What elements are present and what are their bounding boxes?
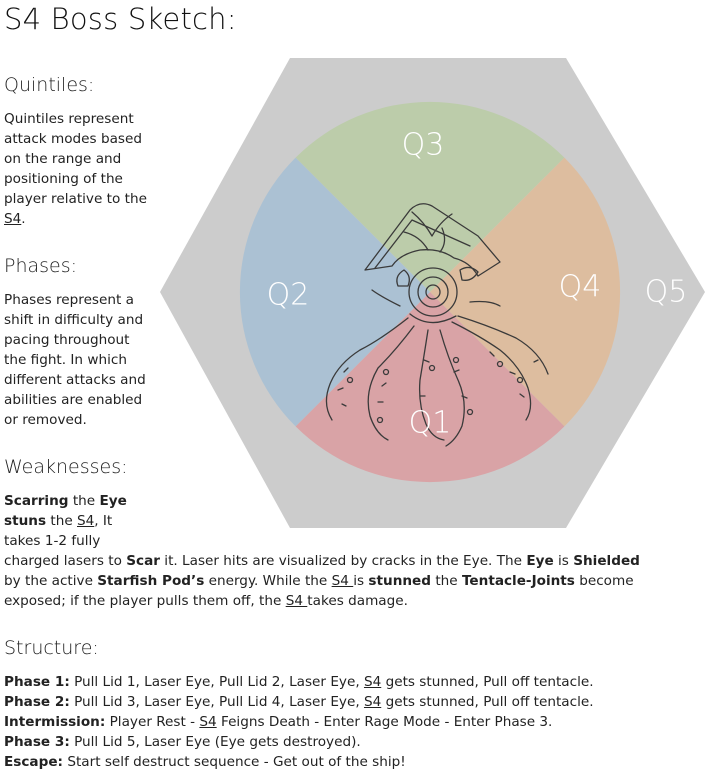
q1-wedge bbox=[295, 292, 565, 483]
structure-heading: Structure: bbox=[4, 637, 99, 659]
q4-label: Q4 bbox=[559, 270, 602, 305]
quintiles-line: Quintiles represent bbox=[4, 111, 134, 127]
weaknesses-line: Scarring the Eye bbox=[4, 493, 127, 509]
s4-link[interactable]: S4 bbox=[363, 694, 382, 710]
phases-line: abilities are enabled bbox=[4, 392, 143, 408]
phases-heading: Phases: bbox=[4, 255, 78, 277]
quintiles-paragraph: Quintiles represent attack modes based o… bbox=[4, 109, 154, 229]
quintiles-line: on the range and bbox=[4, 151, 122, 167]
quintiles-line: S4. bbox=[4, 211, 26, 227]
weaknesses-line: takes 1-2 fully bbox=[4, 533, 101, 549]
s4-link[interactable]: S4 bbox=[199, 714, 217, 730]
s4-link[interactable]: S4 bbox=[363, 674, 382, 690]
phases-line: different attacks and bbox=[4, 372, 146, 388]
weaknesses-line: by the active Starfish Pod’s energy. Whi… bbox=[4, 573, 634, 589]
page-title: S4 Boss Sketch: bbox=[4, 2, 237, 36]
phases-line: shift in difficulty and bbox=[4, 312, 144, 328]
phases-paragraph: Phases represent a shift in difficulty a… bbox=[4, 290, 159, 430]
quintiles-line: positioning of the bbox=[4, 171, 123, 187]
s4-link[interactable]: S4 bbox=[77, 513, 95, 529]
q4-wedge bbox=[430, 157, 621, 427]
q3-label: Q3 bbox=[402, 128, 445, 163]
structure-row-phase-1: Phase 1: Pull Lid 1, Laser Eye, Pull Lid… bbox=[4, 674, 594, 690]
phases-line: pacing throughout bbox=[4, 332, 130, 348]
s4-link[interactable]: S4 bbox=[4, 211, 22, 227]
weaknesses-line: stuns the S4, It bbox=[4, 513, 113, 529]
weaknesses-heading: Weaknesses: bbox=[4, 456, 128, 478]
s4-link[interactable]: S4 bbox=[285, 593, 308, 609]
phases-line: or removed. bbox=[4, 412, 87, 428]
structure-row-escape: Escape: Start self destruct sequence - G… bbox=[4, 754, 406, 770]
boss-sketch bbox=[325, 203, 549, 447]
phases-line: Phases represent a bbox=[4, 292, 134, 308]
structure-row-intermission: Intermission: Player Rest - S4 Feigns De… bbox=[4, 714, 553, 730]
weaknesses-line: exposed; if the player pulls them off, t… bbox=[4, 593, 408, 609]
q3-wedge bbox=[295, 101, 565, 293]
structure-row-phase-3: Phase 3: Pull Lid 5, Laser Eye (Eye gets… bbox=[4, 734, 361, 750]
quintile-diagram: Q3 Q2 Q4 Q5 Q1 bbox=[160, 58, 705, 528]
quintiles-line: player relative to the bbox=[4, 191, 147, 207]
q2-wedge bbox=[239, 157, 430, 427]
structure-list: Phase 1: Pull Lid 1, Laser Eye, Pull Lid… bbox=[4, 672, 644, 772]
quintiles-heading: Quintiles: bbox=[4, 74, 95, 96]
weaknesses-paragraph: Scarring the Eye stuns the S4, It takes … bbox=[4, 491, 640, 611]
q1-label: Q1 bbox=[409, 406, 452, 441]
s4-link[interactable]: S4 bbox=[331, 573, 354, 589]
quintiles-line: attack modes based bbox=[4, 131, 142, 147]
weaknesses-line: charged lasers to Scar it. Laser hits ar… bbox=[4, 553, 640, 569]
phases-line: the fight. In which bbox=[4, 352, 127, 368]
q5-label: Q5 bbox=[645, 275, 688, 310]
structure-row-phase-2: Phase 2: Pull Lid 3, Laser Eye, Pull Lid… bbox=[4, 694, 594, 710]
q2-label: Q2 bbox=[267, 278, 310, 313]
